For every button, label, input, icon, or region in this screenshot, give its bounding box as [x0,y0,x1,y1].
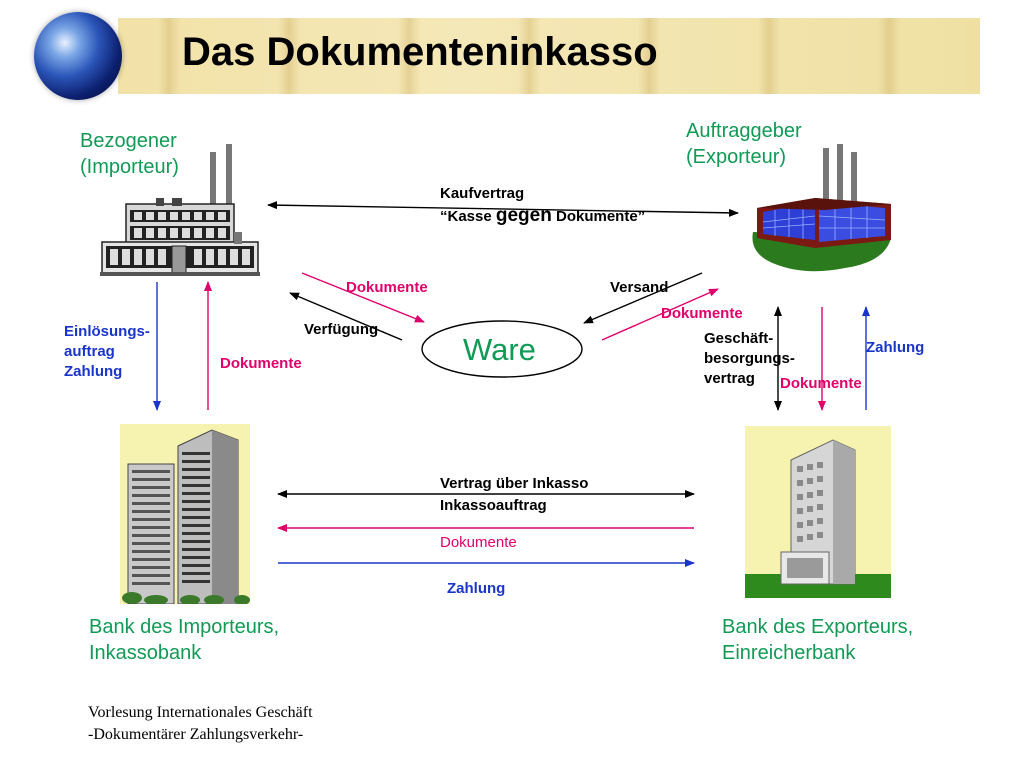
exporter-bank-label-line1: Bank des Exporteurs, [722,616,914,638]
label-dokumente-left-vertical: Dokumente [220,355,302,372]
exporter-bank-label-line2: Einreicherbank [722,642,856,664]
label-dokumente-right-vertical: Dokumente [780,375,862,392]
label-inkassoauftrag: Inkassoauftrag [440,497,547,514]
office-building-icon [120,424,250,604]
label-dokumente-bottom: Dokumente [440,534,517,551]
label-kaufvertrag: Kaufvertrag [440,185,525,202]
ware-label: Ware [463,332,536,367]
page-title: Das Dokumenteninkasso [182,30,658,74]
label-versand: Versand [610,279,669,296]
label-geschaeftsbesorgung: Geschäft- besorgungs- vertrag [704,329,795,389]
exporter-bank-label: Bank des Exporteurs, Einreicherbank [722,614,913,666]
importer-label: Bezogener (Importeur) [80,128,179,180]
label-kasse-gegen-dokumente: “Kasse gegen Dokumente” [440,206,645,227]
factory-icon [752,144,891,272]
arrow-dokumente-to-ware [301,272,425,323]
label-geschaeft-line2: besorgungs- [704,350,795,367]
label-einloesung-line2: auftrag [64,343,115,360]
arrow-verfuegung [289,292,403,341]
label-einloesung-line3: Zahlung [64,363,123,380]
label-einloesung: Einlösungs- auftrag Zahlung [64,322,150,382]
exporter-label-line2: (Exporteur) [686,146,787,168]
label-geschaeft-line3: vertrag [704,370,755,387]
footer-line1: Vorlesung Internationales Geschäft [88,704,313,721]
footer: Vorlesung Internationales Geschäft -Doku… [88,702,313,746]
factory-icon [100,144,260,276]
arrow-kaufvertrag [267,201,739,217]
label-geschaeft-line1: Geschäft- [704,330,774,347]
arrow-dokumente-from-ware [601,288,719,341]
title-banner [118,18,980,94]
importer-bank-label: Bank des Importeurs, Inkassobank [89,614,279,666]
ware-ellipse [421,320,583,378]
globe-icon [34,12,122,100]
label-kasse-gegen: gegen [495,205,552,226]
label-zahlung-bottom: Zahlung [447,580,506,597]
label-dokumente-top-right: Dokumente [661,305,743,322]
footer-line2: -Dokumentärer Zahlungsverkehr- [88,726,304,743]
arrow-versand [583,272,703,324]
label-zahlung-right: Zahlung [866,339,925,356]
label-kasse-pre: “Kasse [440,208,496,225]
label-verfuegung: Verfügung [304,321,379,338]
exporter-label-line1: Auftraggeber [686,120,802,142]
importer-bank-label-line2: Inkassobank [89,642,202,664]
importer-label-line1: Bezogener [80,130,177,152]
label-dokumente-top-left: Dokumente [346,279,428,296]
importer-bank-label-line1: Bank des Importeurs, [89,616,280,638]
importer-label-line2: (Importeur) [80,156,179,178]
label-kasse-post: Dokumente” [551,208,646,225]
office-building-icon [745,426,891,598]
label-einloesung-line1: Einlösungs- [64,323,150,340]
label-vertrag-inkasso: Vertrag über Inkasso [440,475,589,492]
exporter-label: Auftraggeber (Exporteur) [686,118,802,170]
